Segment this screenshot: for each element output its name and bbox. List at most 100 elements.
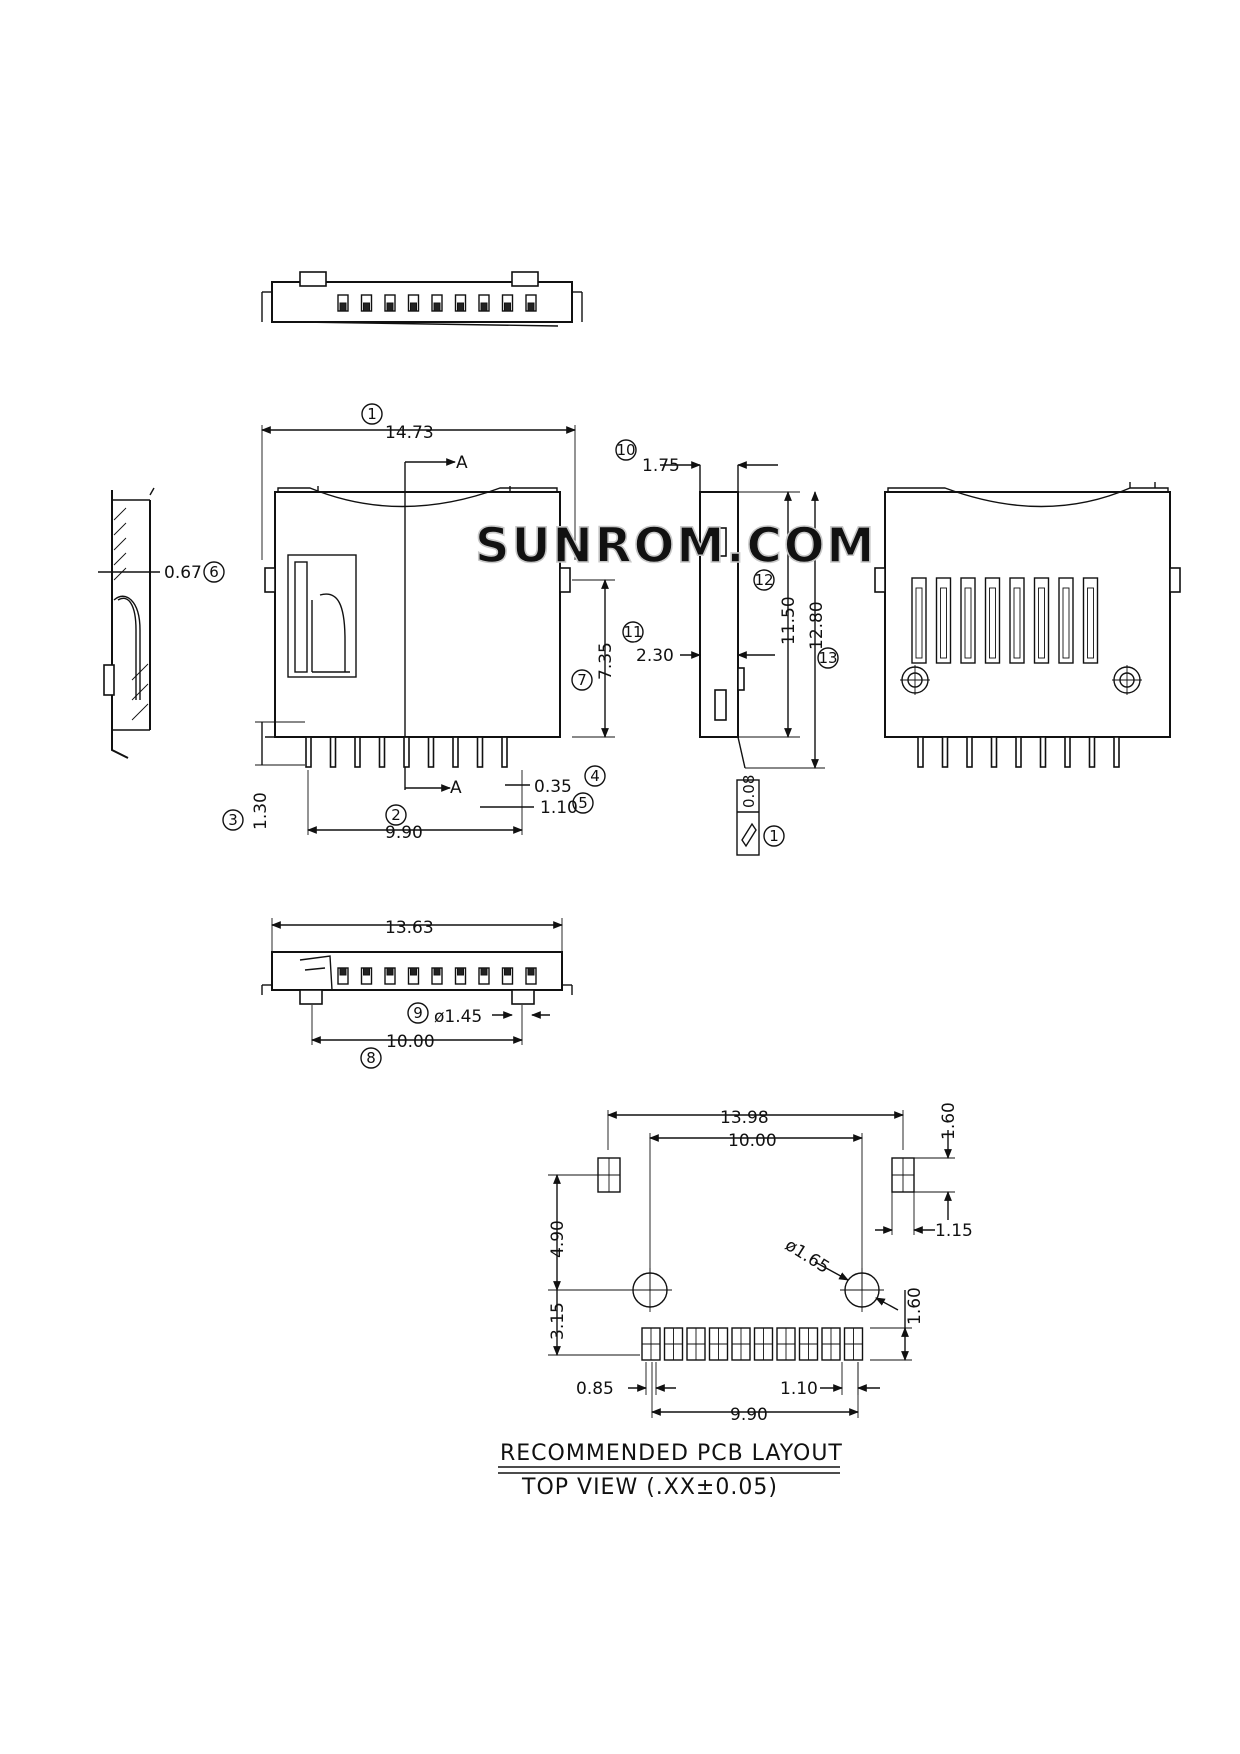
side-offset-dim: 1.75 — [642, 456, 680, 476]
peg-spacing-dim: 10.00 — [386, 1032, 435, 1052]
pin — [329, 736, 337, 768]
contact-window — [911, 577, 927, 664]
svg-text:1: 1 — [769, 827, 779, 845]
contact-tip — [457, 302, 464, 312]
callout-5: 5 — [572, 792, 594, 814]
callout-4: 4 — [584, 765, 606, 787]
pcb-hole-left — [628, 1268, 672, 1312]
callout-8: 8 — [360, 1047, 382, 1069]
contact-tip — [504, 302, 511, 312]
contact-window — [984, 577, 1001, 664]
pin — [1015, 736, 1022, 768]
front-pins — [305, 736, 508, 768]
contact-spring — [964, 587, 972, 659]
section-mark-top: A — [456, 453, 468, 473]
svg-text:12: 12 — [754, 571, 773, 589]
pin — [917, 736, 924, 768]
pin — [966, 736, 973, 768]
thickness-dim: 0.67 — [164, 563, 202, 583]
pin-length-dim: 1.30 — [251, 792, 271, 830]
front-span-dim: 9.90 — [385, 823, 423, 843]
locating-peg-right — [1112, 665, 1142, 695]
pin — [501, 736, 508, 768]
callout-13: 13 — [817, 647, 839, 669]
contact-spring — [915, 587, 923, 659]
pin — [1039, 736, 1047, 768]
svg-text:5: 5 — [578, 794, 588, 812]
pcb-pad-to-hole-dim: 4.90 — [548, 1220, 568, 1258]
watermark: SUNROM.COM — [475, 518, 876, 574]
callout-2: 2 — [385, 804, 407, 826]
svg-text:2: 2 — [391, 806, 401, 824]
hatch-section — [113, 507, 149, 721]
overall-length-dim: 12.80 — [807, 601, 827, 650]
contact-spring — [940, 587, 947, 659]
svg-text:6: 6 — [209, 563, 219, 581]
pcb-pad-height-dim: 1.60 — [939, 1102, 959, 1140]
contact-spring — [989, 587, 996, 659]
pcb-pin-span-dim: 9.90 — [730, 1405, 768, 1425]
contact-tip — [363, 302, 370, 312]
contact-spring — [1038, 587, 1045, 659]
callout-markers: 1 1 2 3 4 5 6 7 8 9 10 11 12 13 — [203, 403, 839, 1069]
front-view: 14.73 A A 7.35 1.30 — [251, 423, 616, 843]
contact-window — [960, 577, 976, 664]
contact-tip — [457, 967, 464, 976]
peg-diameter-dim: ø1.45 — [434, 1007, 482, 1027]
layout-subtitle: TOP VIEW (.XX±0.05) — [521, 1475, 778, 1500]
pin-pitch-dim: 1.10 — [540, 798, 578, 818]
contact-window — [935, 577, 952, 664]
pin — [403, 736, 410, 768]
callout-12: 12 — [753, 569, 775, 591]
svg-text:3: 3 — [228, 811, 238, 829]
contact-tip — [386, 967, 394, 976]
contact-tip — [339, 302, 347, 312]
pin — [1064, 736, 1071, 768]
callout-10: 10 — [615, 439, 637, 461]
pin — [378, 736, 386, 768]
section-mark-bottom: A — [450, 778, 462, 798]
svg-text:13: 13 — [818, 649, 837, 667]
svg-text:10: 10 — [616, 441, 635, 459]
left-side-view: 0.67 — [98, 487, 202, 759]
callout-1: 1 — [361, 403, 383, 425]
contact-tip — [527, 302, 535, 312]
contact-tip — [363, 967, 370, 976]
svg-text:1: 1 — [367, 405, 377, 423]
pcb-hole-to-pins-dim: 3.15 — [548, 1302, 568, 1340]
contact-tip — [527, 967, 535, 976]
svg-text:7: 7 — [577, 671, 587, 689]
callout-3: 3 — [222, 809, 244, 831]
pcb-pad-right — [891, 1157, 915, 1193]
pcb-pin-pitch-dim: 1.10 — [780, 1379, 818, 1399]
bottom-end-view: 13.63 ø1.45 10.00 — [261, 918, 573, 1052]
svg-text:8: 8 — [366, 1049, 376, 1067]
contact-tip — [480, 967, 488, 976]
callout-7: 7 — [571, 669, 593, 691]
overall-width-dim: 14.73 — [385, 423, 434, 443]
contact-tip — [410, 967, 417, 976]
callout-11: 11 — [622, 621, 644, 643]
contact-window — [1033, 577, 1050, 664]
pin — [990, 736, 998, 768]
contact-spring — [1062, 587, 1070, 659]
side-section-view: 1.75 2.30 11.50 12.80 0.08 — [636, 456, 827, 856]
contact-tip — [410, 302, 417, 312]
pin — [1088, 736, 1096, 768]
contact-spring — [1087, 587, 1094, 659]
pin — [452, 736, 459, 768]
locating-peg-left — [900, 665, 930, 695]
pin — [941, 736, 949, 768]
pcb-pad-width-dim: 1.15 — [935, 1221, 973, 1241]
pin — [305, 736, 312, 768]
pin — [476, 736, 484, 768]
pcb-pin-pad-width-dim: 0.85 — [576, 1379, 614, 1399]
svg-text:4: 4 — [590, 767, 600, 785]
svg-text:9: 9 — [413, 1004, 423, 1022]
pcb-pad-left — [597, 1157, 621, 1193]
bottom-view — [874, 482, 1181, 768]
callout-1b: 1 — [763, 825, 785, 847]
contact-window — [1058, 577, 1074, 664]
contact-tip — [433, 302, 441, 312]
